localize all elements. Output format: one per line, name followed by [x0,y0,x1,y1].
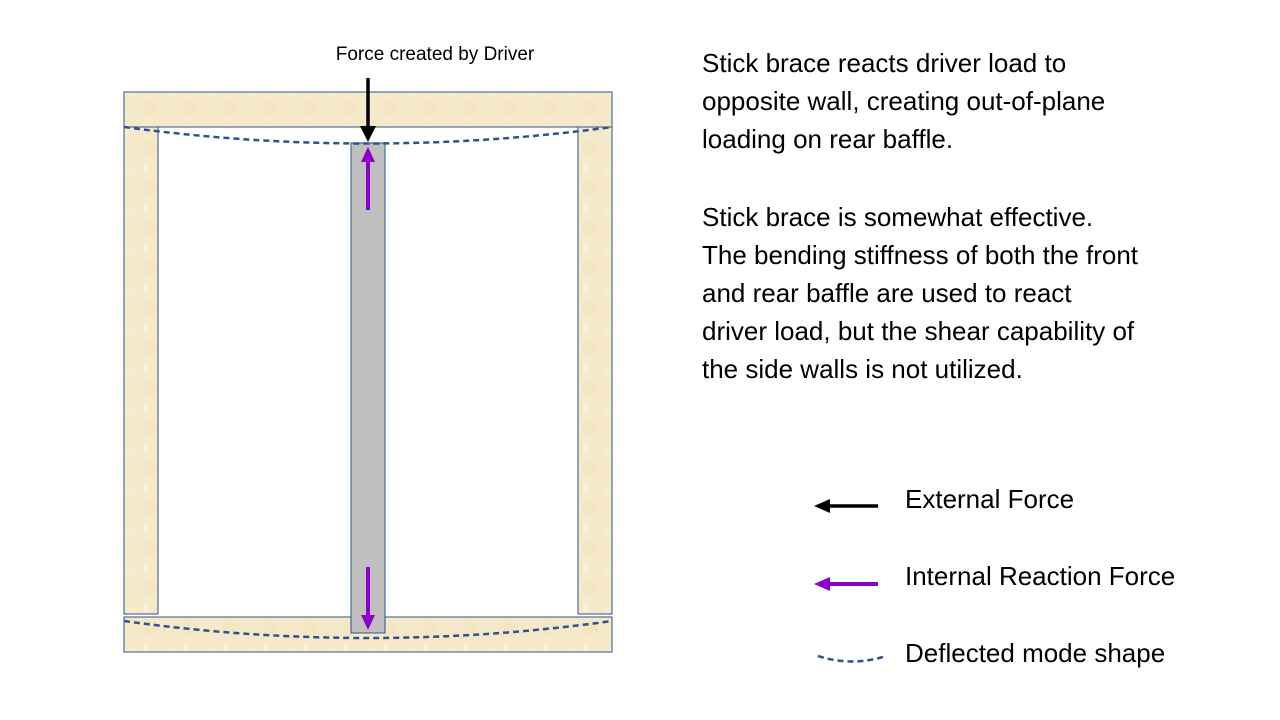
stick-brace [350,142,386,634]
force-label: Force created by Driver [335,44,535,65]
driver-force-arrow [360,78,376,142]
legend-external-force-arrow [814,499,878,513]
description-paragraph-1: Stick brace reacts driver load to opposi… [702,48,1106,154]
legend-internal-force-label: Internal Reaction Force [905,561,1176,591]
deflected-shape-rear [123,619,613,640]
legend-deflected-line [817,654,887,663]
legend-deflected-label: Deflected mode shape [905,638,1166,668]
internal-force-arrow-top [361,147,375,210]
description-paragraph-2: Stick brace is somewhat effective. The b… [702,202,1139,384]
legend-external-force-label: External Force [905,484,1075,514]
internal-force-arrow-bottom [361,567,375,630]
left-side-wall [123,126,159,615]
deflected-shape-front [123,125,613,145]
legend-internal-force-arrow [814,577,878,591]
right-side-wall [577,126,613,615]
